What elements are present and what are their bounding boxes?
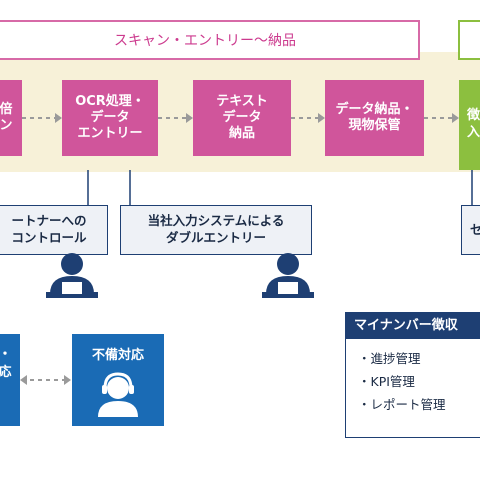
- partner-control-callout: ートナーへの コントロール: [0, 205, 108, 255]
- flow-step-scan: 倍 ン: [0, 80, 22, 156]
- scan-banner-label: スキャン・エントリー〜納品: [114, 33, 296, 49]
- scan-entry-delivery-banner: スキャン・エントリー〜納品: [0, 20, 420, 60]
- arrowhead-1-2: [55, 113, 62, 123]
- flow-step-data-line2: 現物保管: [348, 118, 401, 133]
- flow-step-data-storage: データ納品・ 現物保管: [325, 80, 424, 156]
- green-phase-banner: [458, 20, 480, 60]
- right-callout-label: セ: [470, 221, 480, 237]
- flow-step-collection-line2: 入: [467, 125, 480, 140]
- double-entry-line2: ダブルエントリー: [165, 230, 266, 245]
- flow-step-ocr-line3: エントリー: [77, 126, 143, 142]
- flow-step-text-line1: テキスト: [216, 93, 268, 109]
- operator-icon-inhouse: [260, 250, 316, 302]
- flow-step-text-line2: データ: [222, 109, 262, 125]
- flow-step-collection-line1: 徴: [467, 108, 480, 124]
- flow-step-text-line3: 納品: [228, 126, 255, 142]
- double-entry-line1: 当社入力システムによる: [147, 213, 285, 229]
- mynumber-collection-panel: マイナンバー徴収 ・進捗管理 ・KPI管理 ・レポート管理: [345, 312, 480, 438]
- support-left-line2: 応: [0, 365, 12, 381]
- arrowhead-3-4: [318, 113, 325, 123]
- flow-step-ocr-line2: データ: [90, 109, 130, 125]
- arrowhead-4-5: [452, 113, 459, 123]
- arrowhead-2-3: [186, 113, 193, 123]
- flow-step-ocr-entry: OCR処理・ データ エントリー: [62, 80, 158, 156]
- kpi-panel-list: ・進捗管理 ・KPI管理 ・レポート管理: [346, 339, 480, 416]
- kpi-item-report: ・レポート管理: [358, 397, 446, 412]
- flow-step-collection: 徴 入: [459, 80, 480, 170]
- double-entry-callout: 当社入力システムによる ダブルエントリー: [120, 205, 312, 255]
- support-arrowhead-right: [64, 375, 71, 385]
- support-left-box: ・ 応: [0, 334, 20, 426]
- kpi-item-kpi: ・KPI管理: [358, 374, 415, 389]
- incomplete-handling-box: 不備対応: [72, 334, 164, 426]
- flow-step-data-line1: データ納品・: [335, 101, 414, 117]
- headset-operator-icon: [98, 372, 138, 417]
- support-left-line1: ・: [0, 346, 20, 364]
- flow-step-scan-label: ン: [0, 118, 13, 133]
- operator-icon-partner: [44, 250, 100, 302]
- partner-callout-line2: コントロール: [11, 230, 87, 245]
- kpi-panel-title: マイナンバー徴収: [346, 313, 480, 339]
- flow-step-text-delivery: テキスト データ 納品: [193, 80, 291, 156]
- kpi-item-progress: ・進捗管理: [358, 351, 421, 366]
- partner-callout-line1: ートナーへの: [11, 213, 87, 229]
- support-arrowhead-left: [20, 375, 27, 385]
- flow-step-scan-top: 倍: [0, 101, 13, 117]
- incomplete-handling-label: 不備対応: [91, 348, 144, 363]
- flow-step-ocr-line1: OCR処理・: [75, 93, 145, 109]
- right-callout: セ: [461, 205, 480, 255]
